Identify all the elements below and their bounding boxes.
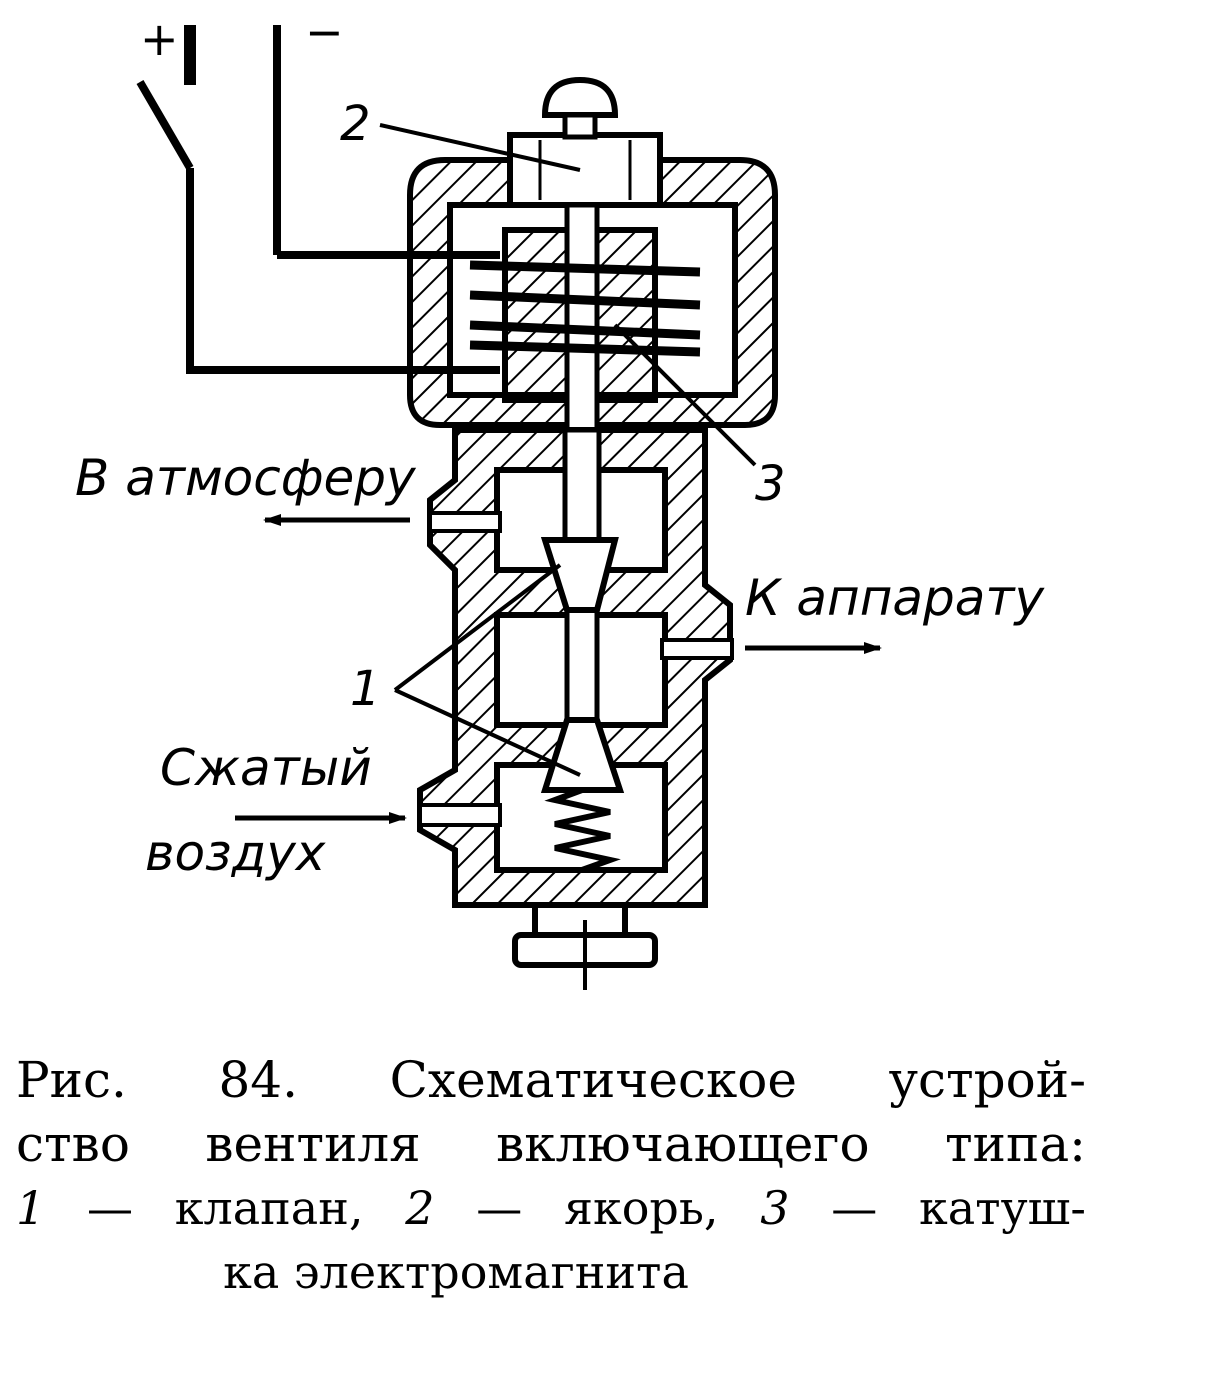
caption-line-3: 1 — клапан, 2 — якорь, 3 — катуш- <box>16 1176 1086 1240</box>
port-apparatus <box>660 638 734 660</box>
label-atmosphere: В атмосферу <box>75 449 417 507</box>
caption-line-2: ство вентиля включающего типа: <box>16 1115 1086 1173</box>
wire-plus <box>186 168 500 374</box>
valve-body <box>417 427 734 990</box>
valve-lower <box>540 717 625 793</box>
armature <box>507 132 663 208</box>
coil-windings <box>469 260 701 357</box>
caption-item-3-text: — катуш- <box>789 1181 1086 1235</box>
wiring <box>136 25 500 374</box>
port-air-inlet <box>418 803 502 827</box>
flow-arrows <box>235 514 882 824</box>
label-to-apparatus: К аппарату <box>745 569 1046 627</box>
label-coil: 3 <box>755 456 786 512</box>
caption-line-4: ка электромагнита <box>223 1245 689 1299</box>
caption-item-3-num: 3 <box>760 1181 790 1235</box>
label-compressed-air-1: Сжатый <box>160 739 372 797</box>
port-atmosphere <box>428 511 502 533</box>
valve-upper <box>540 537 619 613</box>
caption-item-1-num: 1 <box>16 1181 46 1235</box>
label-valve: 1 <box>350 661 381 717</box>
caption-item-2-num: 2 <box>405 1181 435 1235</box>
push-button <box>541 76 619 118</box>
magnet-housing <box>407 76 778 438</box>
terminal-plus: + <box>140 12 179 66</box>
label-armature: 2 <box>340 96 371 152</box>
valve-spring <box>544 787 621 873</box>
terminal-minus: − <box>305 5 344 59</box>
caption-line-1: Рис. 84. Схематическое устрой- <box>16 1051 1086 1109</box>
switch-blade <box>136 79 194 171</box>
leader-lines <box>379 123 757 777</box>
caption-item-2-text: — якорь, <box>434 1181 761 1235</box>
label-compressed-air-2: воздух <box>145 824 326 882</box>
caption-item-1-text: — клапан, <box>45 1181 406 1235</box>
figure-caption: Рис. 84. Схематическое устрой- ство вент… <box>16 1048 1086 1304</box>
valve-diagram: + − 2 3 1 В атмосферу К аппарату Сжатый … <box>75 5 1046 990</box>
